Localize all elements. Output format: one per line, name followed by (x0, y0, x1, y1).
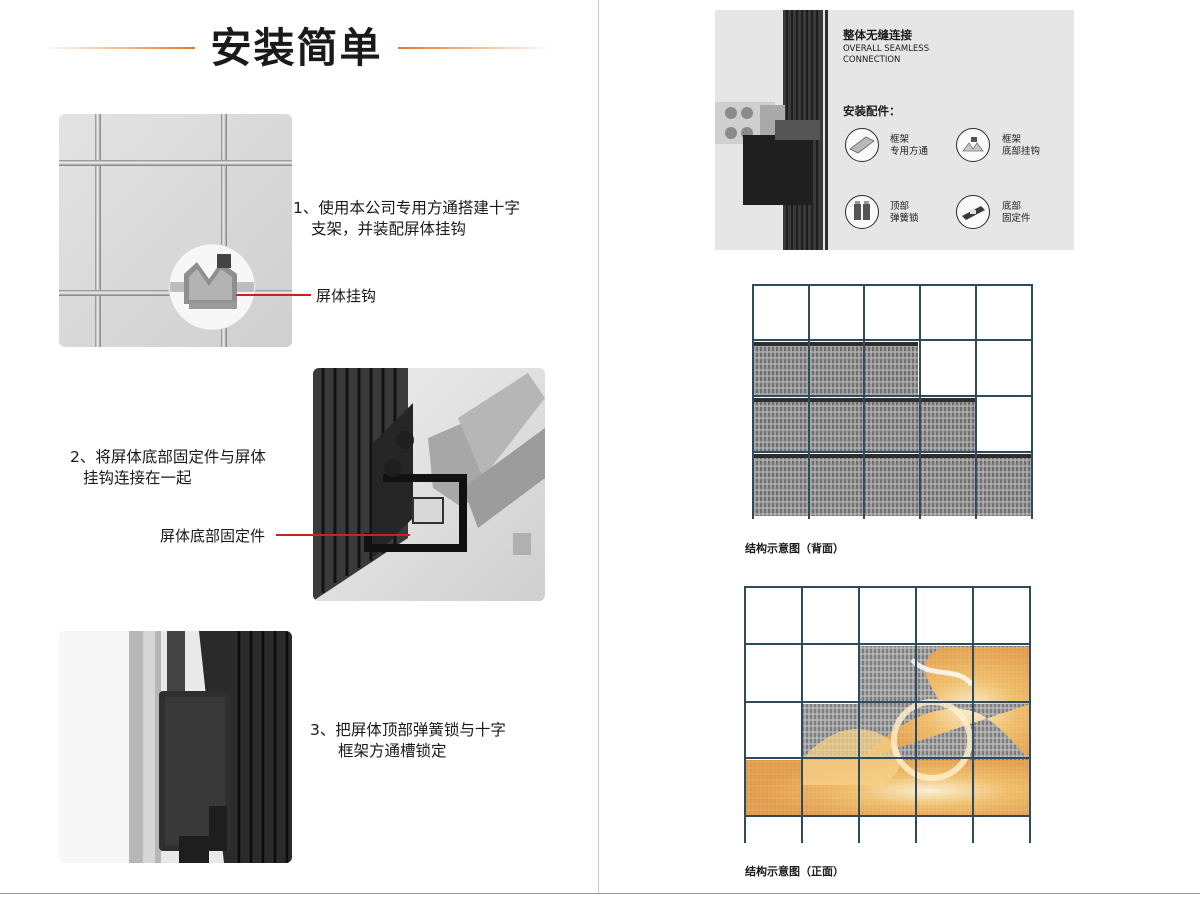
step-1-text: 1、使用本公司专用方通搭建十字 支架，并装配屏体挂钩 (293, 199, 520, 238)
acc-3-label: 顶部 弹簧锁 (890, 201, 919, 224)
step-3-text: 3、把屏体顶部弹簧锁与十字 框架方通槽锁定 (310, 721, 506, 760)
acc-2-label: 框架 底部挂钩 (1002, 134, 1041, 157)
callout-line-bottom-fixing (276, 534, 410, 536)
bottom-hook-icon (956, 128, 990, 162)
page-title: 安装简单 (210, 24, 383, 72)
structure-diagram-front (744, 586, 1031, 843)
bottom-fixing-photo (313, 368, 545, 601)
accessories-title: 安装配件： (843, 104, 901, 118)
footer-rule (0, 893, 1200, 894)
callout-hook: 屏体挂钩 (316, 287, 377, 305)
diagram-front-caption: 结构示意图（正面） (745, 865, 844, 878)
frame-hook-photo (59, 114, 292, 347)
step-2-text: 2、将屏体底部固定件与屏体 挂钩连接在一起 (70, 448, 266, 487)
structure-diagram-back (752, 284, 1033, 519)
title-decor-right (398, 47, 555, 49)
callout-bottom-fixing: 屏体底部固定件 (160, 527, 266, 545)
seamless-title-en-2: CONNECTION (843, 55, 901, 65)
spring-lock-icon (845, 195, 879, 229)
square-tube-icon (845, 128, 879, 162)
seamless-title-cn: 整体无缝连接 (843, 28, 912, 42)
callout-line-hook (236, 294, 311, 296)
title-decor-left (42, 47, 195, 49)
spring-lock-photo (59, 631, 292, 863)
seamless-title-en-1: OVERALL SEAMLESS (843, 44, 930, 54)
seamless-connection-illustration (715, 10, 828, 250)
page-spine (598, 0, 599, 893)
installation-detail-panel: 整体无缝连接 OVERALL SEAMLESS CONNECTION 安装配件：… (715, 10, 1074, 250)
acc-1-label: 框架 专用方通 (890, 134, 929, 157)
diagram-back-caption: 结构示意图（背面） (745, 542, 844, 555)
acc-4-label: 底部 固定件 (1002, 201, 1031, 224)
bottom-fixing-icon (956, 195, 990, 229)
